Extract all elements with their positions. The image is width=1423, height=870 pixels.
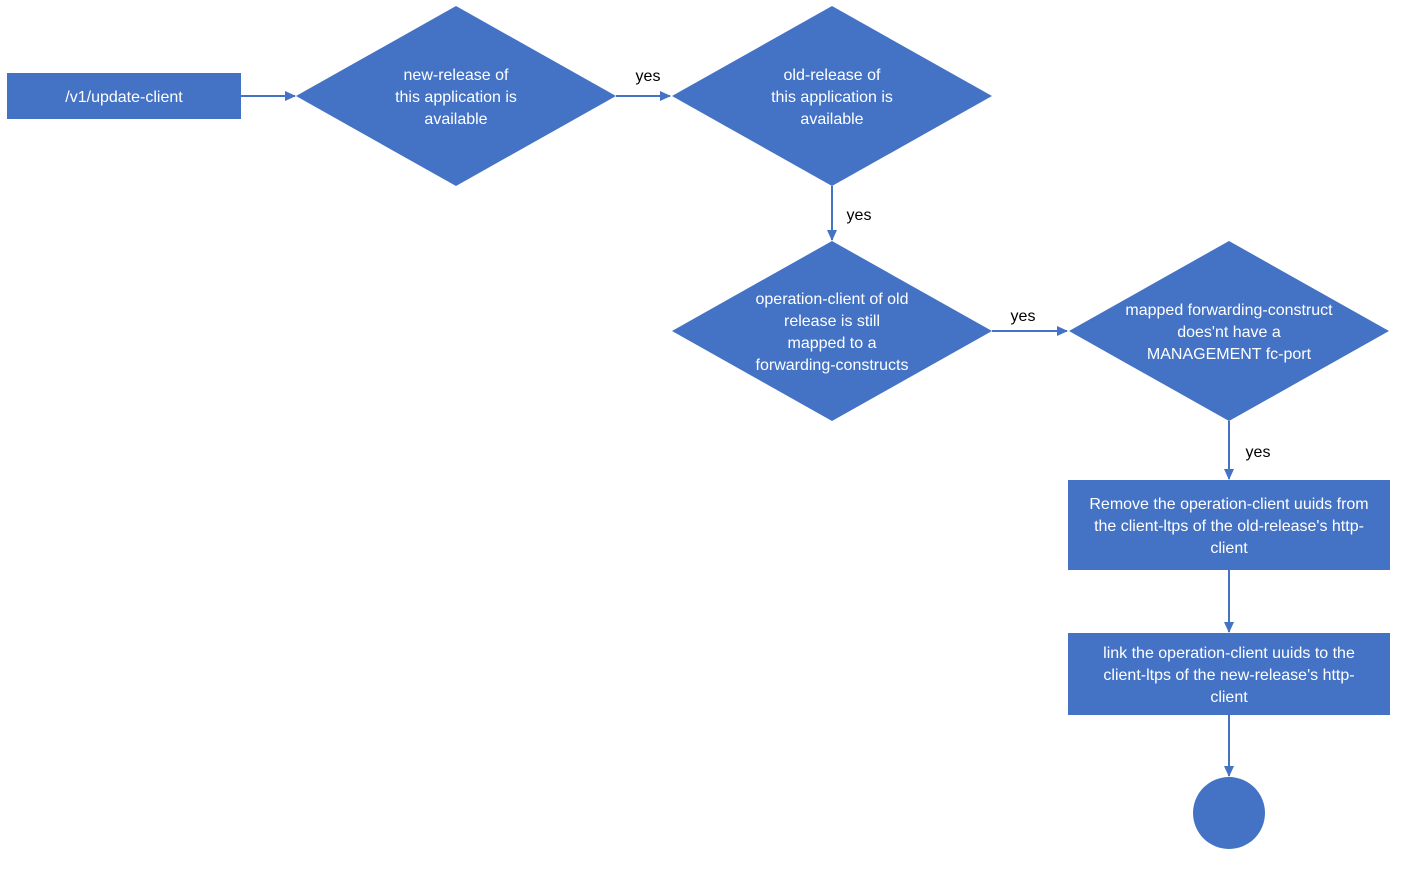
node-text-line: link the operation-client uuids to the (1103, 645, 1355, 662)
node-new-release-check: new-release of this application is availab… (296, 6, 616, 186)
node-management-port-check: mapped forwarding-construct does'nt have … (1069, 241, 1389, 421)
node-text-line: does'nt have a (1177, 324, 1281, 341)
node-text-line: client (1210, 689, 1248, 706)
node-text-line: old-release of (784, 67, 882, 84)
node-text-line: available (800, 111, 863, 128)
node-text-line: Remove the operation-client uuids from (1089, 496, 1368, 513)
end-circle (1193, 777, 1265, 849)
edge-label-new-release-check-to-old-release-check: yes (636, 68, 661, 85)
node-text-line: operation-client of old (756, 291, 909, 308)
decision-diamond (672, 6, 992, 186)
node-text-line: this application is (771, 89, 893, 106)
node-old-release-check: old-release of this application is availab… (672, 6, 992, 186)
node-start: /v1/update-client (7, 73, 241, 119)
edge-label-operation-client-mapped-check-to-management-port-check: yes (1011, 308, 1036, 325)
node-text-line: mapped forwarding-construct (1125, 302, 1333, 319)
node-text-line: client-ltps of the new-release's http- (1103, 667, 1354, 684)
edges-layer (241, 91, 1234, 777)
edge-labels-layer: yes yes yes yes (636, 68, 1271, 461)
decision-diamond (1069, 241, 1389, 421)
edge-label-management-port-check-to-remove-uuids: yes (1246, 444, 1271, 461)
process-box (1068, 480, 1390, 570)
node-text-line: forwarding-constructs (756, 357, 909, 374)
node-text-line: release is still (784, 313, 880, 330)
node-text-line: this application is (395, 89, 517, 106)
node-text-line: client (1210, 540, 1248, 557)
node-operation-client-mapped-check: operation-client of old release is still m… (672, 241, 992, 421)
process-box (1068, 633, 1390, 715)
node-text-line: new-release of (404, 67, 510, 84)
node-text-line: mapped to a (788, 335, 877, 352)
edge-label-old-release-check-to-operation-client-mapped-check: yes (847, 207, 872, 224)
node-text-line: MANAGEMENT fc-port (1147, 346, 1312, 363)
node-text-line: available (424, 111, 487, 128)
node-text-line: the client-ltps of the old-release's htt… (1094, 518, 1364, 535)
decision-diamond (672, 241, 992, 421)
node-link-uuids: link the operation-client uuids to the cl… (1068, 633, 1390, 715)
nodes-layer: /v1/update-client new-release of this appl… (7, 6, 1390, 849)
process-box (7, 73, 241, 119)
node-remove-uuids: Remove the operation-client uuids from th… (1068, 480, 1390, 570)
node-text-line: /v1/update-client (65, 89, 183, 106)
decision-diamond (296, 6, 616, 186)
node-end (1193, 777, 1265, 849)
